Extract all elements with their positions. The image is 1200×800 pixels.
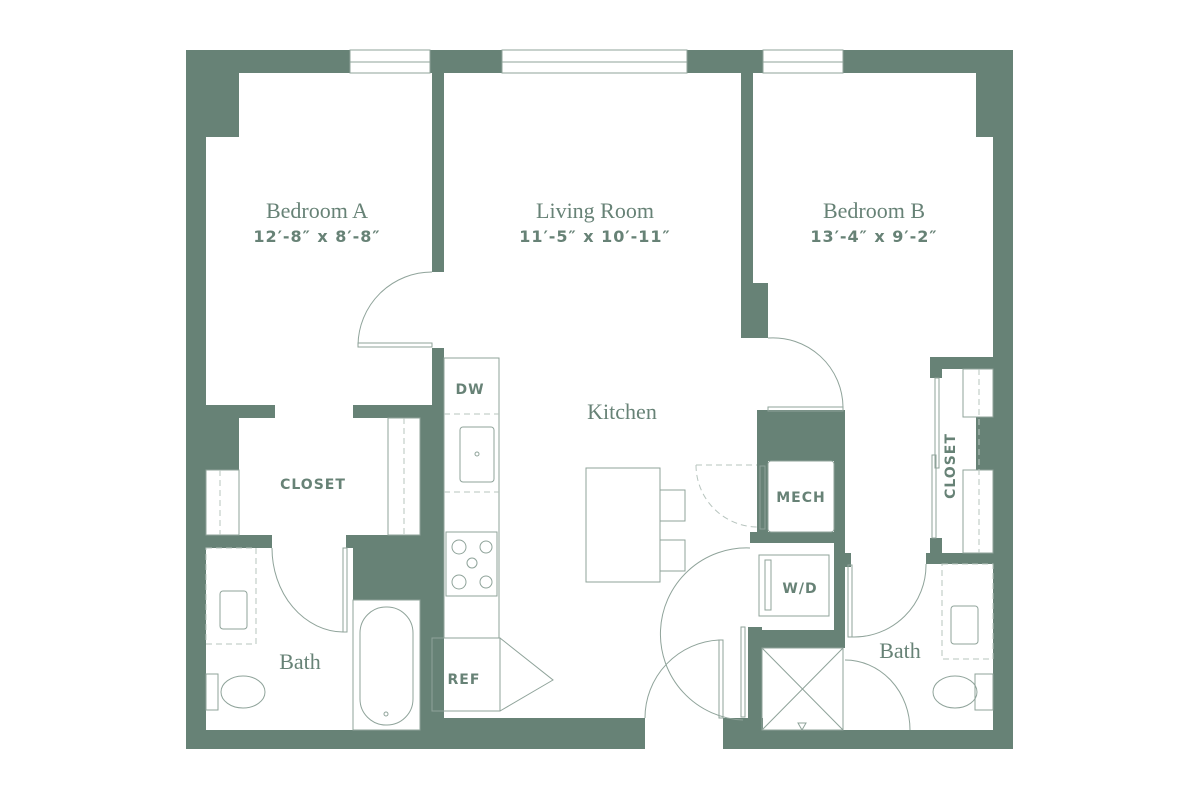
bedroom-b-dims: 13′-4″ x 9′-2″ bbox=[810, 227, 937, 246]
bedroom-b-name: Bedroom B bbox=[823, 198, 925, 223]
mech-label: MECH bbox=[776, 490, 826, 506]
windows bbox=[349, 49, 844, 74]
wd-label: W/D bbox=[782, 581, 817, 597]
living-room-name: Living Room bbox=[536, 198, 654, 223]
stove bbox=[445, 531, 498, 597]
living-room-dims: 11′-5″ x 10′-11″ bbox=[519, 227, 670, 246]
refrigerator bbox=[431, 637, 501, 712]
washer-dryer bbox=[758, 554, 830, 617]
bath-b-name: Bath bbox=[879, 638, 921, 663]
dw-label: DW bbox=[455, 382, 484, 398]
closet-b-label: CLOSET bbox=[943, 433, 959, 499]
kitchen-name: Kitchen bbox=[587, 399, 657, 424]
bathtub bbox=[359, 606, 414, 726]
bedroom-a-name: Bedroom A bbox=[266, 198, 368, 223]
kitchen-island bbox=[585, 467, 661, 583]
fixtures bbox=[205, 357, 994, 732]
bath-a-sink bbox=[219, 590, 248, 630]
doors bbox=[271, 271, 940, 731]
labels: Bedroom A 12′-8″ x 8′-8″ Living Room 11′… bbox=[253, 198, 959, 688]
walls bbox=[186, 50, 1013, 749]
bath-b-toilet bbox=[932, 675, 978, 709]
bath-a-name: Bath bbox=[279, 649, 321, 674]
bedroom-a-dims: 12′-8″ x 8′-8″ bbox=[253, 227, 380, 246]
ref-label: REF bbox=[448, 672, 481, 688]
bath-b-sink bbox=[950, 605, 979, 645]
kitchen-sink bbox=[459, 426, 495, 483]
closet-a-label: CLOSET bbox=[280, 477, 346, 493]
bath-a-toilet bbox=[220, 675, 266, 709]
